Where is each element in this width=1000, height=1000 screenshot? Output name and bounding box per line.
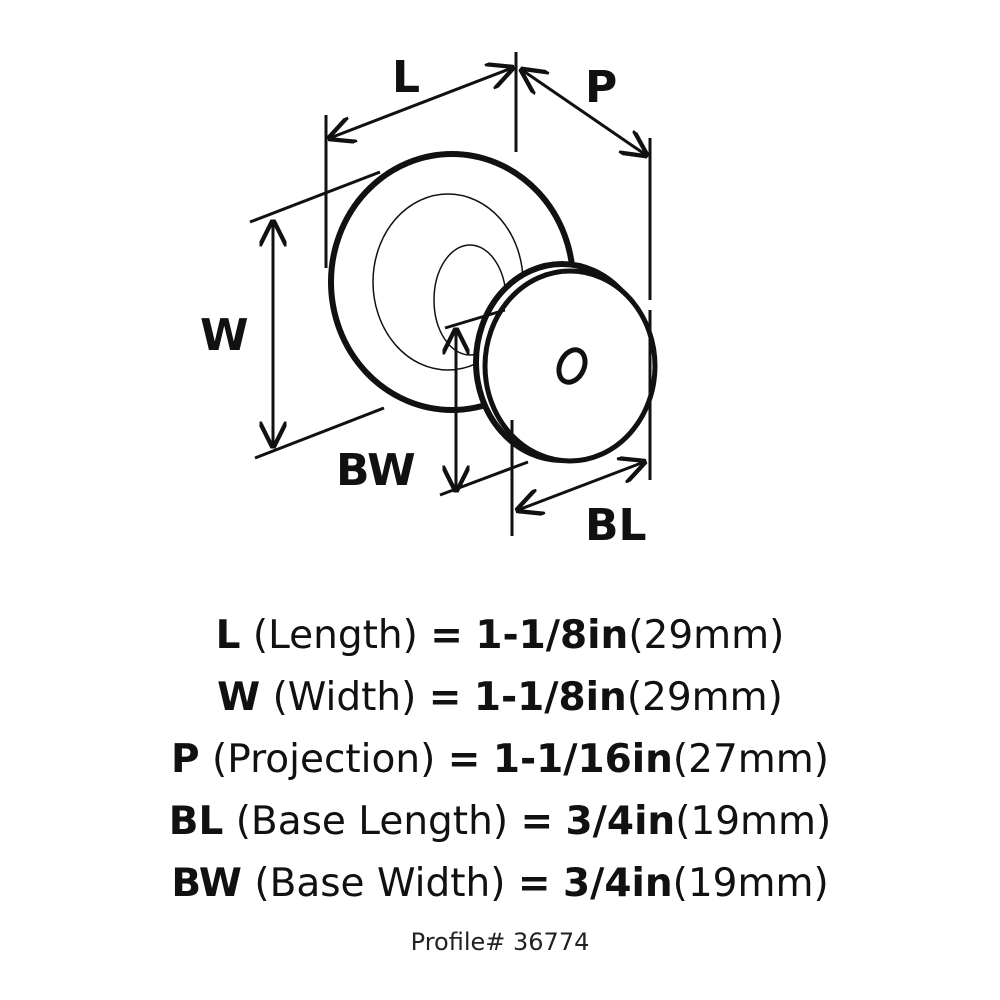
spec-name: (Base Width) [254,861,506,906]
spec-imperial: 1-1/8in [473,675,627,720]
screw-hole-icon [556,347,588,385]
spec-imperial: 1-1/8in [475,613,629,658]
spec-metric: (27mm) [672,737,829,782]
spec-line-base-width: BW (Base Width) = 3/4in(19mm) [0,853,1000,915]
knob-illustration [328,151,658,464]
spec-line-width: W (Width) = 1-1/8in(29mm) [0,667,1000,729]
spec-name: (Length) [252,613,418,658]
dim-BW-ext-bottom [439,460,529,497]
dim-label-W: W [200,310,249,361]
spec-line-length: L (Length) = 1-1/8in(29mm) [0,605,1000,667]
spec-imperial: 3/4in [562,861,673,906]
spec-equals: = [517,861,551,906]
spec-imperial: 3/4in [565,799,676,844]
spec-metric: (29mm) [628,613,785,658]
spec-equals: = [430,613,463,658]
spec-imperial: 1-1/16in [492,737,673,782]
spec-name: (Base Length) [235,799,509,844]
spec-equals: = [447,737,481,782]
dim-W-ext-bottom [254,406,385,460]
dim-label-BW: BW [336,445,416,496]
dim-label-BL: BL [585,500,647,551]
knob-dimension-diagram: L P W BW BL [200,52,658,551]
profile-number: Profile# 36774 [410,928,590,956]
dim-label-L: L [392,52,420,103]
spec-name: (Width) [272,675,417,720]
dim-label-P: P [585,62,617,113]
dim-W-ext-top [249,170,381,224]
spec-equals: = [428,675,462,720]
dimension-lines [249,52,650,536]
spec-metric: (19mm) [672,861,829,906]
spec-code: BL [168,799,224,844]
spec-name: (Projection) [212,737,436,782]
spec-code: BW [171,861,242,906]
spec-code: P [171,737,200,782]
spec-metric: (29mm) [626,675,783,720]
spec-line-base-length: BL (Base Length) = 3/4in(19mm) [0,791,1000,853]
spec-list: L (Length) = 1-1/8in(29mm) W (Width) = 1… [0,605,1000,915]
spec-metric: (19mm) [675,799,832,844]
dim-BL-arrow [518,462,644,510]
spec-code: L [215,613,241,658]
dim-P-arrow [522,70,646,155]
dim-BW-ext-top [444,308,506,330]
dim-L-arrow [330,68,512,138]
spec-line-projection: P (Projection) = 1-1/16in(27mm) [0,729,1000,791]
spec-equals: = [520,799,554,844]
spec-code: W [217,675,261,720]
